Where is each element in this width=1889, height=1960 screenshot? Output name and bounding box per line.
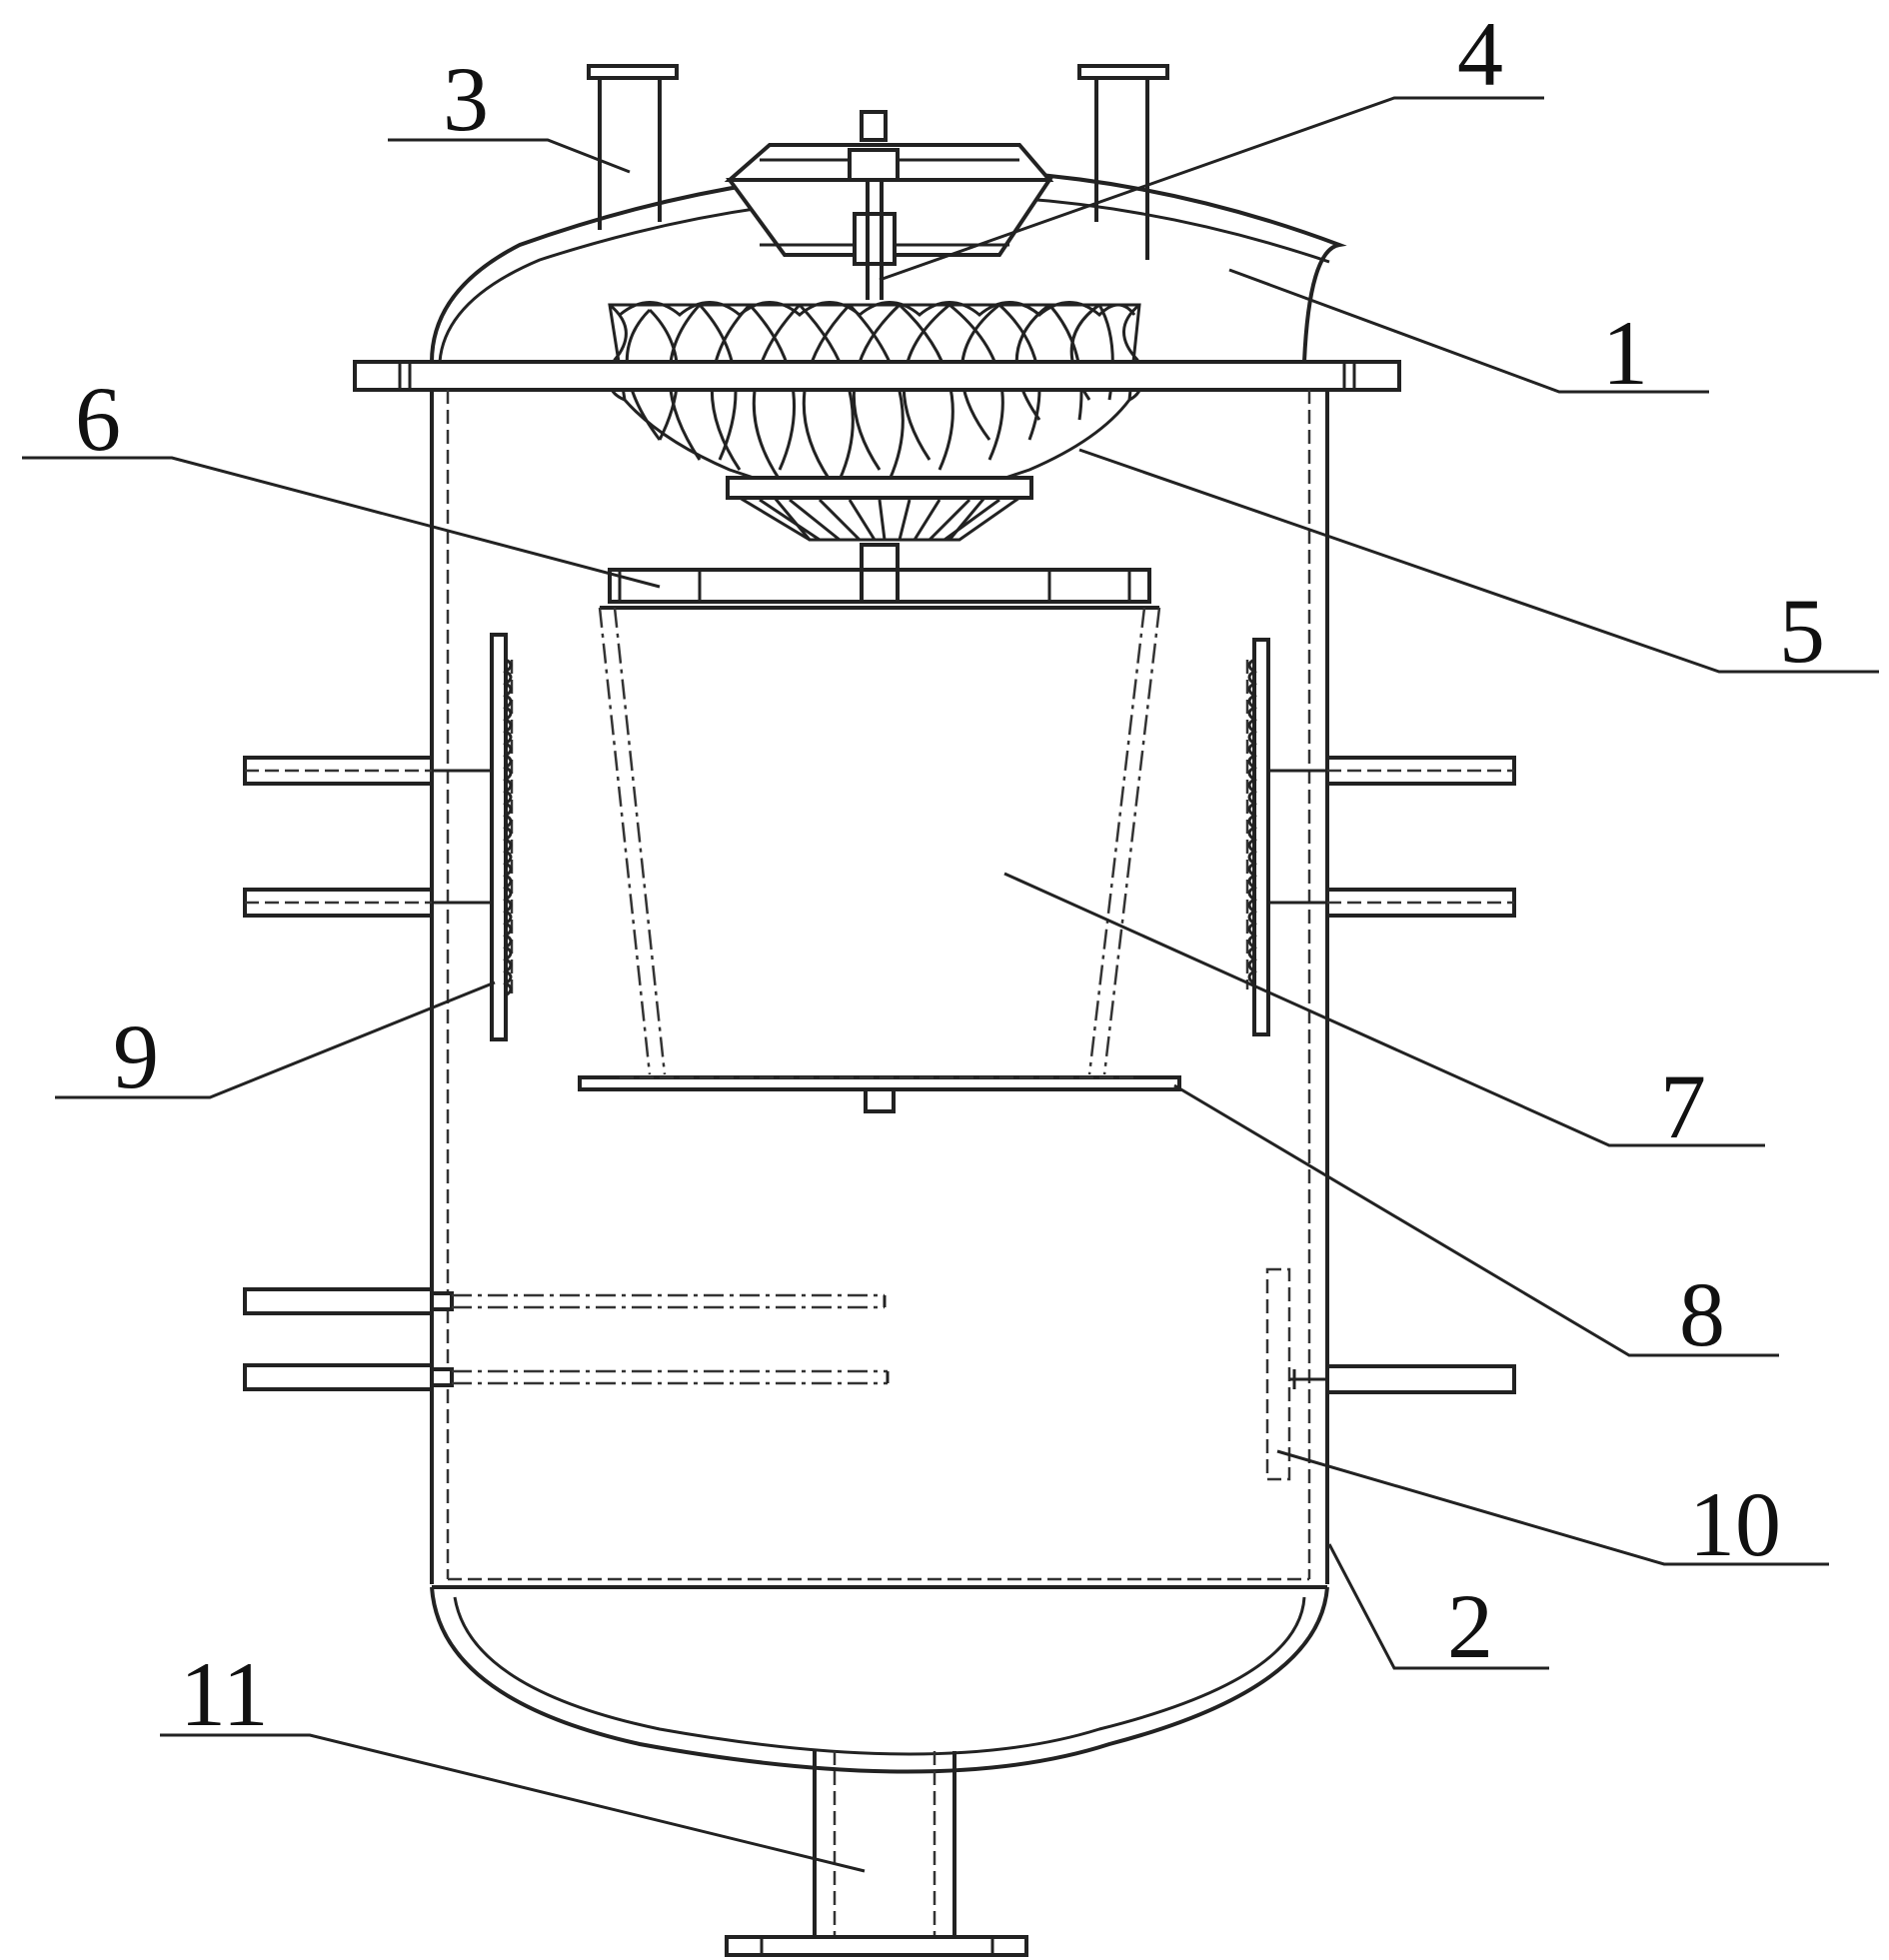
upper-plate — [608, 568, 1151, 604]
top-nozzle-right — [1077, 64, 1169, 260]
label-5: 5 — [1779, 580, 1825, 682]
label-1: 1 — [1602, 302, 1648, 404]
label-8: 8 — [1679, 1263, 1725, 1365]
side-nozzles-upper — [243, 756, 1516, 918]
rotor-basket — [607, 301, 1143, 577]
callout-labels: 3 4 1 6 5 9 7 8 10 2 11 — [75, 3, 1825, 1745]
bottom-outlet — [725, 1751, 1028, 1957]
label-10: 10 — [1689, 1473, 1781, 1575]
level-sensor — [1265, 1267, 1516, 1481]
conical-drum — [598, 606, 1161, 1075]
top-nozzle-left — [587, 64, 679, 230]
label-9: 9 — [113, 1005, 159, 1107]
label-4: 4 — [1457, 3, 1503, 105]
heating-coil-left — [490, 633, 514, 1041]
heating-coil-right — [1245, 638, 1270, 1036]
bottom-head — [430, 1586, 1329, 1774]
label-11: 11 — [180, 1643, 269, 1745]
label-3: 3 — [443, 48, 489, 150]
lower-plate — [578, 1075, 1181, 1113]
lower-inlet-pipes — [243, 1287, 890, 1391]
label-2: 2 — [1447, 1575, 1493, 1677]
label-7: 7 — [1660, 1055, 1706, 1157]
body-flange — [353, 360, 1401, 392]
drive-head — [724, 110, 1054, 300]
label-6: 6 — [75, 368, 121, 470]
leader-lines — [22, 96, 1879, 1873]
